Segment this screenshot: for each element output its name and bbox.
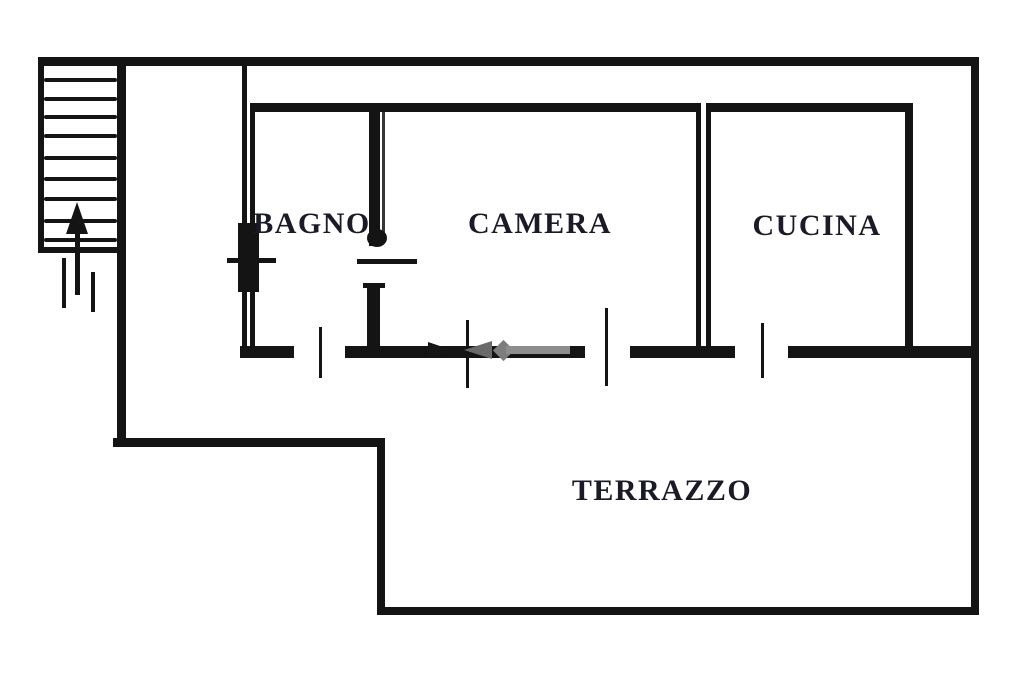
- room-label-cucina: CUCINA: [752, 209, 882, 242]
- stair-step: [44, 156, 117, 160]
- stair-step: [44, 238, 117, 242]
- bagno-door-post: [367, 283, 380, 346]
- stair-step: [44, 197, 117, 201]
- room-label-terrazzo: TERRAZZO: [571, 474, 753, 507]
- arrow-gray-left-icon: [464, 341, 492, 359]
- stair-step: [44, 115, 117, 119]
- wall-divider-right-line: [706, 103, 711, 346]
- stair-step: [44, 134, 117, 138]
- bagno-door-leaf: [357, 259, 417, 264]
- stair-arrow-shaft: [75, 232, 80, 295]
- door-jamb-cucina: [761, 323, 764, 378]
- stair-tick-left: [62, 258, 66, 308]
- bagno-door-post-cap: [363, 283, 385, 288]
- stair-step: [44, 97, 117, 101]
- stair-tick-right: [91, 272, 95, 312]
- wall-divider-left-line: [696, 103, 701, 346]
- wall-cucina-top: [707, 103, 913, 112]
- wall-bottom-outer: [377, 607, 979, 615]
- wall-band-cucina: [788, 346, 973, 358]
- wall-corridor-foot: [240, 346, 294, 358]
- stair-step: [44, 177, 117, 181]
- bagno-door-hinge-blob: [367, 229, 387, 247]
- arrow-gray-shaft: [506, 346, 570, 354]
- wall-cucina-right: [905, 103, 913, 357]
- wall-bagno-right: [369, 103, 380, 246]
- wall-camera-top: [380, 103, 701, 112]
- wall-band-divider: [630, 346, 735, 358]
- stair-wall-bottom: [38, 247, 123, 253]
- wall-top-outer: [38, 57, 979, 66]
- stair-step: [44, 78, 117, 82]
- room-label-camera: CAMERA: [468, 207, 612, 240]
- room-label-bagno: BAGNO: [253, 207, 371, 240]
- wall-bagno-right-liner: [382, 110, 385, 240]
- stair-wall-left: [38, 57, 44, 253]
- wall-terrace-top: [113, 438, 385, 447]
- window-sill-cross: [227, 258, 276, 263]
- door-jamb-corridor: [319, 327, 322, 378]
- window-band: [238, 223, 259, 292]
- wall-corridor-outer: [242, 62, 247, 352]
- wall-bagno-top: [250, 103, 376, 112]
- wall-terrace-left: [377, 438, 385, 615]
- stair-up-arrow-icon: [66, 202, 88, 234]
- wall-right-outer: [971, 57, 979, 615]
- arrow-black-right-icon: [428, 342, 452, 358]
- door-jamb-camera-right: [605, 308, 608, 386]
